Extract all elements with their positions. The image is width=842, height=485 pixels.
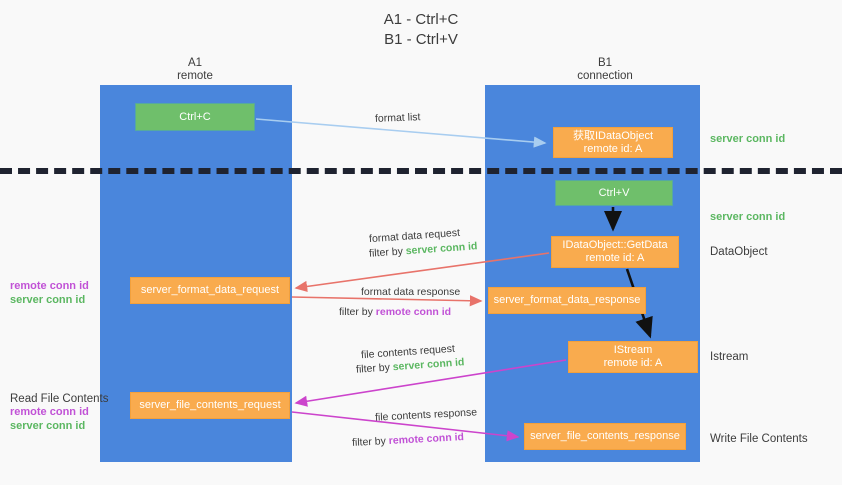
annotation-server-conn-id-mid: server conn id xyxy=(710,211,786,223)
arrow-label-format-data-response-filter: filter by remote conn id xyxy=(339,305,451,320)
filter-prefix: filter by xyxy=(355,361,394,376)
box-istream[interactable]: IStream remote id: A xyxy=(568,341,698,373)
annotation-server-conn-id: server conn id xyxy=(10,420,86,432)
page-title: A1 - Ctrl+C B1 - Ctrl+V xyxy=(383,11,459,48)
section-divider xyxy=(0,168,842,174)
arrow-label-file-contents-response-filter: filter by remote conn id xyxy=(352,430,465,451)
annotation-server-conn-id-top: server conn id xyxy=(710,133,786,145)
filter-value-server-conn-id: server conn id xyxy=(392,356,465,374)
label-dataobject: DataObject xyxy=(710,246,768,258)
filter-value-remote-conn-id: remote conn id xyxy=(375,306,452,318)
annotation-conn-ids-format: remote conn id server conn id xyxy=(10,279,89,307)
box-ctrl-v[interactable]: Ctrl+V xyxy=(555,180,673,206)
filter-prefix: filter by xyxy=(339,306,376,318)
column-header-a1: A1 remote xyxy=(177,57,213,82)
annotation-conn-ids-file: remote conn id server conn id xyxy=(10,405,89,433)
box-server-format-data-request[interactable]: server_format_data_request xyxy=(130,277,290,304)
column-header-b1: B1 connection xyxy=(577,57,633,82)
arrow-label-format-data-response: format data response xyxy=(361,286,461,298)
box-get-dataobject[interactable]: 获取IDataObject remote id: A xyxy=(553,127,673,158)
label-istream: Istream xyxy=(710,351,749,363)
box-server-format-data-response[interactable]: server_format_data_response xyxy=(488,287,646,314)
filter-value-server-conn-id: server conn id xyxy=(405,240,478,258)
annotation-remote-conn-id: remote conn id xyxy=(10,280,89,292)
box-server-file-contents-request[interactable]: server_file_contents_request xyxy=(130,392,290,419)
arrow-label-format-list: format list xyxy=(374,111,421,125)
annotation-server-conn-id: server conn id xyxy=(10,294,86,306)
box-server-file-contents-response[interactable]: server_file_contents_response xyxy=(524,423,686,450)
filter-value-remote-conn-id: remote conn id xyxy=(388,431,465,447)
filter-prefix: filter by xyxy=(368,245,407,260)
arrow-label-file-contents-response: file contents response xyxy=(374,406,478,424)
label-read-file-contents: Read File Contents xyxy=(10,393,109,405)
box-idataobject-getdata[interactable]: IDataObject::GetData remote id: A xyxy=(551,236,679,268)
label-write-file-contents: Write File Contents xyxy=(710,433,808,445)
annotation-remote-conn-id: remote conn id xyxy=(10,406,89,418)
filter-prefix: filter by xyxy=(351,435,390,449)
box-ctrl-c[interactable]: Ctrl+C xyxy=(135,103,255,131)
